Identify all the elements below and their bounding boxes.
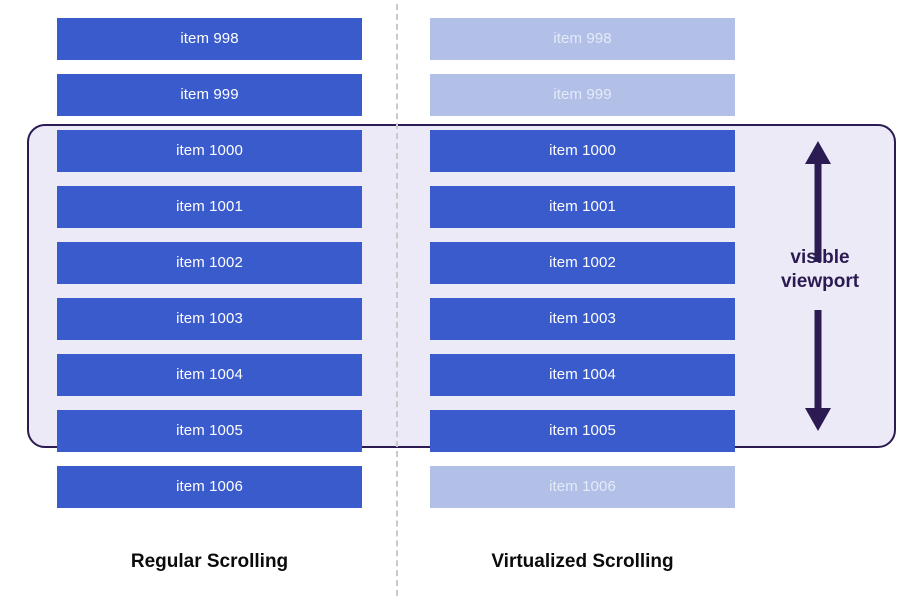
caption-virtualized-scrolling: Virtualized Scrolling bbox=[491, 551, 674, 572]
list-item[interactable]: item 1001 bbox=[57, 186, 362, 228]
column-divider bbox=[396, 4, 398, 596]
list-item[interactable]: item 1005 bbox=[57, 410, 362, 452]
list-item-label: item 1000 bbox=[549, 142, 616, 159]
list-item-label: item 1002 bbox=[549, 254, 616, 271]
list-item-label: item 1006 bbox=[176, 478, 243, 495]
list-item-label: item 1003 bbox=[176, 310, 243, 327]
list-item-label: item 998 bbox=[180, 30, 239, 47]
list-item[interactable]: item 1002 bbox=[57, 242, 362, 284]
list-item-label: item 1005 bbox=[549, 422, 616, 439]
caption-regular-scrolling: Regular Scrolling bbox=[130, 551, 289, 572]
list-item[interactable]: item 1006 bbox=[57, 466, 362, 508]
list-item[interactable]: item 998 bbox=[57, 18, 362, 60]
viewport-annotation: visible viewport bbox=[745, 124, 895, 448]
list-item[interactable]: item 1003 bbox=[57, 298, 362, 340]
viewport-label-line1: visible bbox=[790, 247, 850, 268]
list-item-label: item 1003 bbox=[549, 310, 616, 327]
list-item[interactable]: item 1002 bbox=[430, 242, 735, 284]
list-item[interactable]: item 1006 bbox=[430, 466, 735, 508]
double-arrow-icon bbox=[805, 141, 831, 431]
list-item-label: item 1005 bbox=[176, 422, 243, 439]
list-item[interactable]: item 1004 bbox=[57, 354, 362, 396]
list-item[interactable]: item 999 bbox=[57, 74, 362, 116]
list-item-label: item 999 bbox=[553, 86, 612, 103]
list-item-label: item 1000 bbox=[176, 142, 243, 159]
list-item[interactable]: item 1000 bbox=[57, 130, 362, 172]
list-item-label: item 1006 bbox=[549, 478, 616, 495]
list-item-label: item 1004 bbox=[549, 366, 616, 383]
list-item-label: item 1001 bbox=[549, 198, 616, 215]
list-item[interactable]: item 1003 bbox=[430, 298, 735, 340]
list-item-label: item 1002 bbox=[176, 254, 243, 271]
list-item[interactable]: item 1004 bbox=[430, 354, 735, 396]
viewport-label: visible viewport bbox=[745, 246, 895, 294]
list-item[interactable]: item 1005 bbox=[430, 410, 735, 452]
list-item[interactable]: item 1001 bbox=[430, 186, 735, 228]
list-item[interactable]: item 998 bbox=[430, 18, 735, 60]
list-item[interactable]: item 1000 bbox=[430, 130, 735, 172]
list-item-label: item 1004 bbox=[176, 366, 243, 383]
list-item-label: item 998 bbox=[553, 30, 612, 47]
list-item-label: item 999 bbox=[180, 86, 239, 103]
list-item-label: item 1001 bbox=[176, 198, 243, 215]
list-item[interactable]: item 999 bbox=[430, 74, 735, 116]
viewport-label-line2: viewport bbox=[780, 271, 860, 292]
